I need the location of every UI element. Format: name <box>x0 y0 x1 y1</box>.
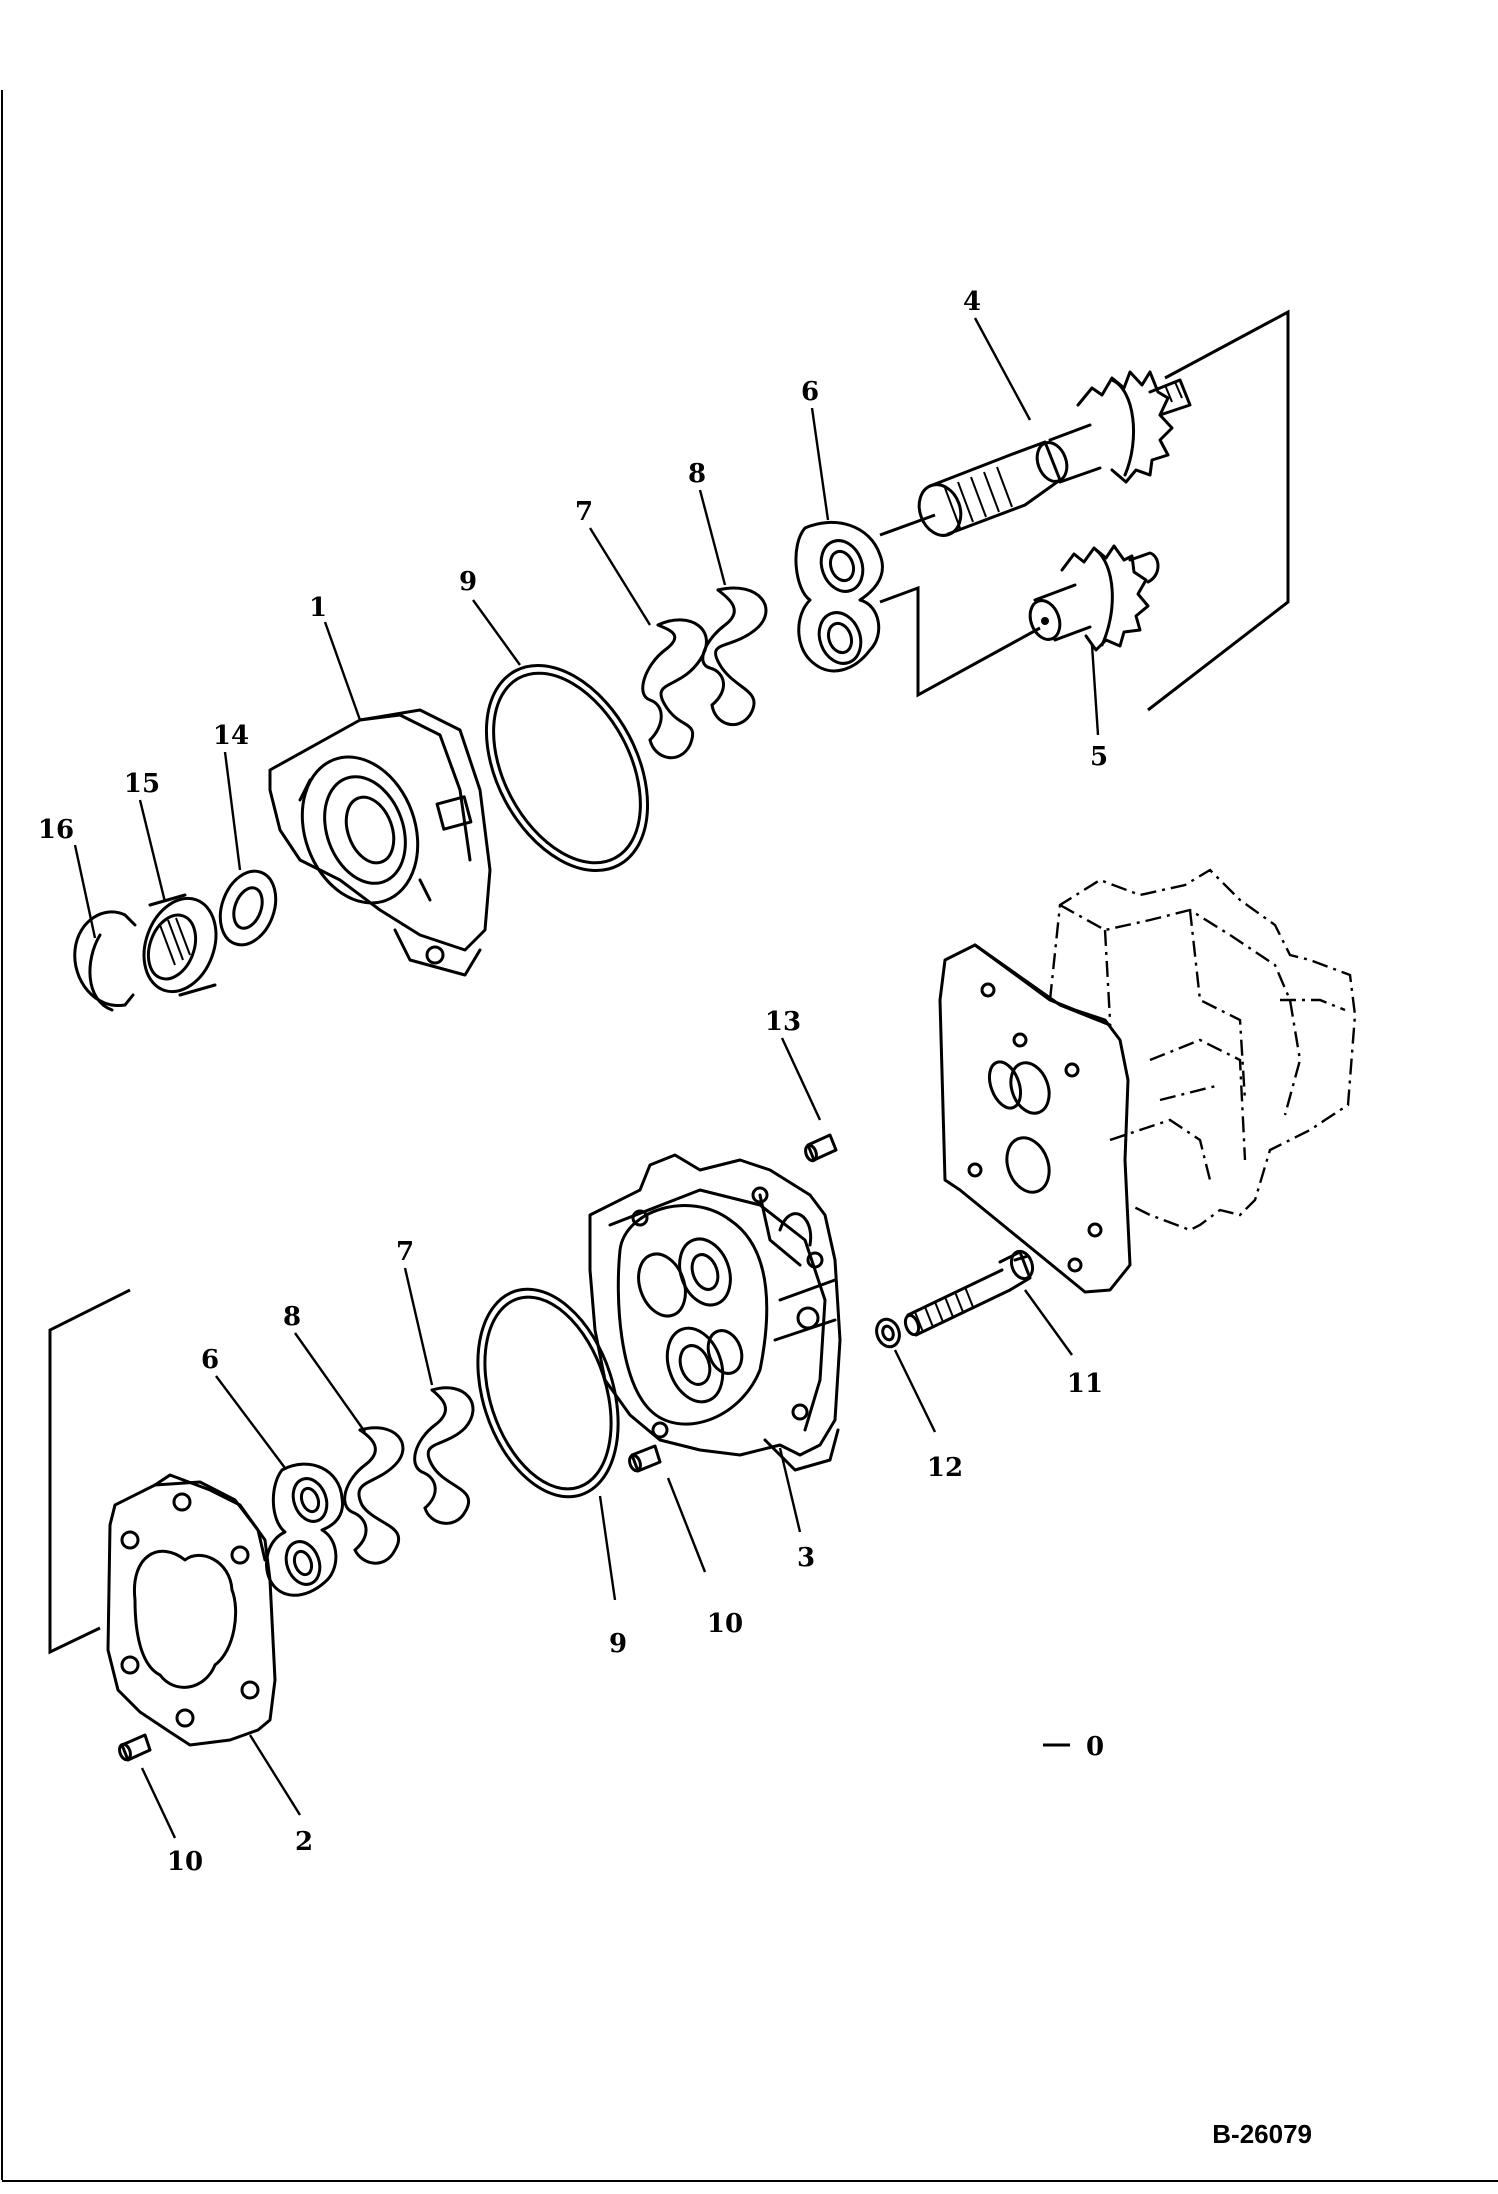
callout-8-upper: 8 <box>688 459 706 489</box>
part-4-drive-gear-shaft <box>917 370 1192 537</box>
part-8-seal-lower <box>343 1426 405 1565</box>
callout-14: 14 <box>213 721 249 751</box>
leader-lines <box>73 317 1100 1839</box>
callout-1: 1 <box>309 593 327 623</box>
mating-pump-outline <box>938 868 1357 1294</box>
part-3-gear-case <box>588 1153 842 1472</box>
callout-3: 3 <box>797 1543 815 1573</box>
page-border <box>1 90 1498 2182</box>
legend-marker: 0 <box>1043 1732 1104 1762</box>
callout-8-lower: 8 <box>283 1302 301 1332</box>
callout-12: 12 <box>927 1453 963 1483</box>
part-14-oil-seal <box>218 869 278 947</box>
callout-16: 16 <box>38 815 74 845</box>
part-15-needle-bearing <box>142 893 218 997</box>
callout-6-upper: 6 <box>801 377 819 407</box>
callout-10-lower-left: 10 <box>167 1847 203 1877</box>
callout-7-lower: 7 <box>396 1237 414 1267</box>
callout-6-lower: 6 <box>201 1345 219 1375</box>
part-7-backup-ring-upper <box>641 618 708 760</box>
part-16-snap-ring <box>73 910 137 1012</box>
callout-7-upper: 7 <box>575 497 593 527</box>
callout-4: 4 <box>963 287 981 317</box>
assembly-bracket-lower <box>48 1288 131 1655</box>
part-12-washer <box>875 1317 901 1349</box>
assembly-bracket-upper <box>879 309 1290 712</box>
callout-13: 13 <box>765 1007 801 1037</box>
legend-text: 0 <box>1086 1732 1104 1762</box>
part-5-driven-gear <box>1028 544 1160 652</box>
callout-15: 15 <box>124 769 160 799</box>
callout-labels: 16 15 14 1 9 7 8 6 4 5 13 7 8 6 11 12 3 … <box>38 287 1108 1877</box>
part-10-dowel-pin-center <box>628 1444 662 1473</box>
part-6-bushing-lower <box>265 1462 345 1597</box>
part-7-backup-ring-lower <box>413 1386 475 1525</box>
callout-11: 11 <box>1067 1369 1103 1399</box>
callout-2: 2 <box>295 1827 313 1857</box>
part-8-seal-upper <box>701 586 768 726</box>
callout-5: 5 <box>1090 742 1108 772</box>
callout-9-upper: 9 <box>459 567 477 597</box>
callout-9-lower: 9 <box>609 1629 627 1659</box>
part-13-dowel-pin <box>804 1133 838 1163</box>
callout-10-center: 10 <box>707 1609 743 1639</box>
part-10-dowel-pin-lower-left <box>118 1733 152 1762</box>
part-2-rear-cover <box>106 1473 277 1747</box>
drawing-number: B-26079 <box>1212 2119 1312 2149</box>
part-1-front-cover <box>268 708 492 977</box>
part-6-bushing-upper <box>794 520 884 673</box>
part-11-bolt <box>903 1249 1035 1337</box>
part-9-o-ring-upper <box>484 663 650 873</box>
